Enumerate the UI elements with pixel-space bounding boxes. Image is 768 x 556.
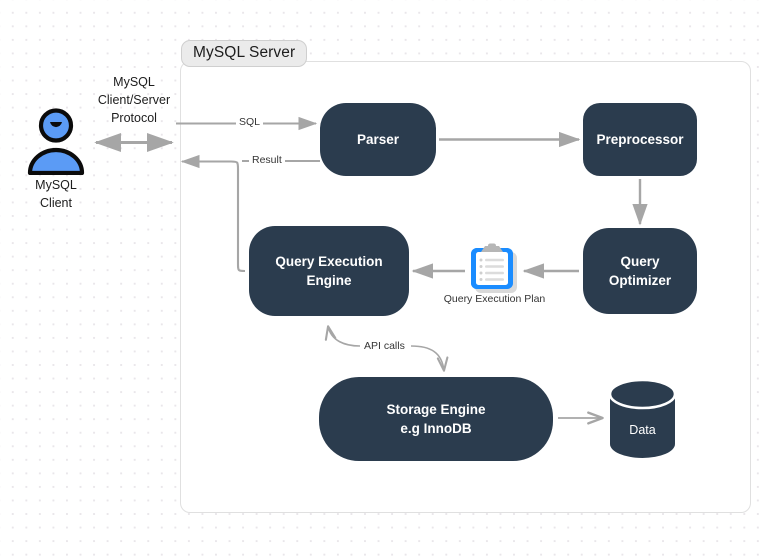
mysql-client-icon <box>26 107 86 176</box>
node-storage-engine[interactable]: Storage Engine e.g InnoDB <box>319 377 553 461</box>
node-optimizer-label-line2: Optimizer <box>608 273 672 288</box>
node-data-label: Data <box>629 423 656 437</box>
client-label-line2: Client <box>40 196 72 211</box>
node-query-execution-engine[interactable]: Query Execution Engine <box>249 226 409 316</box>
mysql-server-label: MySQL Server <box>181 40 308 67</box>
node-preprocessor-label: Preprocessor <box>596 131 684 147</box>
client-server-protocol-label: MySQL Client/Server Protocol <box>88 74 180 127</box>
node-optimizer-label-line1: Query <box>620 253 660 269</box>
protocol-line1: MySQL <box>113 75 155 89</box>
protocol-line2: Client/Server <box>97 92 171 107</box>
node-parser-label: Parser <box>356 131 400 147</box>
node-storage-label-line2: e.g InnoDB <box>400 421 472 436</box>
node-data-cylinder[interactable]: Data <box>608 378 677 459</box>
node-qee-label-line2: Engine <box>306 273 352 288</box>
node-parser[interactable]: Parser <box>320 103 436 176</box>
clipboard-icon <box>468 243 520 293</box>
edge-label-result: Result <box>249 154 285 166</box>
protocol-line3: Protocol <box>111 110 157 125</box>
query-execution-plan-label: Query Execution Plan <box>443 293 546 305</box>
edge-label-sql: SQL <box>236 116 264 128</box>
node-query-optimizer[interactable]: Query Optimizer <box>583 228 697 314</box>
client-label-line1: MySQL <box>35 178 77 192</box>
mysql-client-label: MySQL Client <box>10 176 102 212</box>
node-qee-label-line1: Query Execution <box>275 253 383 269</box>
node-storage-label-line1: Storage Engine <box>386 401 486 417</box>
edge-label-api-calls: API calls <box>361 340 408 352</box>
node-preprocessor[interactable]: Preprocessor <box>583 103 697 176</box>
